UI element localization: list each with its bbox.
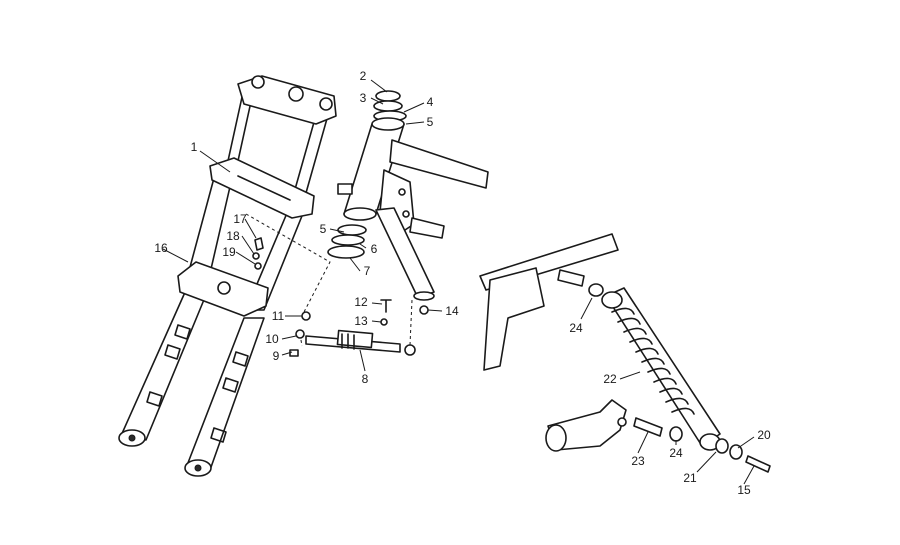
shock-spring: [611, 307, 695, 415]
left-fork-tab-2: [164, 344, 181, 360]
callout-12: 12: [354, 295, 368, 309]
rear-shock-absorber: [601, 287, 721, 451]
callout-2: 2: [360, 69, 367, 83]
fork-clamp-upper: [209, 157, 315, 219]
callout-4: 4: [427, 95, 434, 109]
shock-upper-pin: [557, 269, 585, 287]
callout-11: 11: [272, 309, 285, 323]
callout-7: 7: [364, 264, 371, 278]
bolt-17: [254, 237, 264, 251]
top-yoke: [237, 75, 337, 125]
callout-8: 8: [362, 372, 369, 386]
assembly-dashed-line: [245, 213, 331, 313]
callout-17: 17: [233, 212, 247, 226]
damper-end-eye: [404, 344, 416, 356]
steering-stem-nut: [288, 86, 304, 102]
left-axle-hole: [128, 434, 136, 442]
callout-15: 15: [737, 483, 751, 497]
left-fork-lower: [119, 289, 209, 441]
bracket-hole: [617, 417, 627, 427]
callout-10: 10: [265, 332, 279, 346]
washer-24-upper: [588, 283, 604, 297]
frame-headstock: [327, 90, 489, 301]
right-fork-tab-2: [222, 377, 239, 393]
down-tube-end: [413, 291, 435, 301]
callout-5-upper: 5: [427, 115, 434, 129]
rear-frame-section: [479, 233, 619, 371]
left-fork-tab-3: [146, 391, 163, 407]
screw-12: [380, 299, 392, 313]
washer-13: [380, 318, 388, 326]
callout-23: 23: [631, 454, 645, 468]
callout-22: 22: [603, 372, 617, 386]
callout-3: 3: [360, 91, 367, 105]
callout-18: 18: [226, 229, 240, 243]
callout-24-upper: 24: [569, 321, 583, 335]
bearing-cup-5-lower: [337, 224, 367, 236]
fork-clamp-upper-slot: [237, 175, 291, 201]
frame-top-tube: [389, 139, 489, 189]
callout-6: 6: [371, 242, 378, 256]
damper-dashed-line: [409, 299, 413, 346]
gusset-hole-2: [402, 210, 410, 218]
frame-cross-tube: [409, 217, 445, 239]
gusset-hole-1: [398, 188, 406, 196]
callout-24-lower: 24: [669, 446, 683, 460]
ring-nut-2: [375, 90, 401, 102]
washer-18: [252, 252, 260, 260]
head-tube-bottom: [343, 207, 377, 221]
damper-ribs: [341, 333, 355, 350]
nut-14: [419, 305, 429, 315]
front-fork-assembly: [118, 75, 337, 477]
steering-damper: [305, 299, 416, 356]
bolt-23: [633, 417, 663, 437]
bush-11: [301, 311, 311, 321]
bolt-15: [745, 455, 771, 473]
bearing-cup-5-upper: [371, 117, 405, 131]
rear-lower-mount: [545, 399, 771, 473]
bearing-6: [331, 234, 365, 246]
callout-20: 20: [757, 428, 771, 442]
dust-seal-7: [327, 245, 365, 259]
screw-9: [289, 349, 299, 357]
callout-21: 21: [683, 471, 697, 485]
shock-top-eye: [601, 291, 623, 309]
callout-1: 1: [191, 140, 198, 154]
right-fork-lower: [185, 317, 265, 471]
top-yoke-cap-right: [319, 97, 333, 111]
callout-19: 19: [222, 245, 236, 259]
washer-19: [254, 262, 262, 270]
nut-20: [729, 444, 743, 460]
top-yoke-cap-left: [251, 75, 265, 89]
washer-21: [715, 438, 729, 454]
washer-10: [295, 329, 305, 339]
washer-24-lower: [669, 426, 683, 442]
right-fork-tab-1: [232, 351, 249, 367]
callout-14: 14: [445, 304, 459, 318]
right-fork-tab-3: [210, 427, 227, 443]
callout-16: 16: [154, 241, 168, 255]
fork-hardware: [252, 237, 429, 357]
right-axle-hole: [194, 464, 202, 472]
callout-labels: 1 2 3 4 5 5 6 7 8 9 10 11 12 13 14 15 16…: [154, 69, 771, 497]
washer-3: [373, 100, 403, 112]
left-fork-tab-1: [174, 324, 191, 340]
callout-13: 13: [354, 314, 368, 328]
hub-tube-end: [545, 424, 567, 452]
lower-yoke-stem: [217, 281, 231, 295]
leader-lines: [162, 79, 755, 485]
callout-5-lower: 5: [320, 222, 327, 236]
rear-frame-bracket: [483, 267, 545, 371]
frame-down-tube: [375, 207, 435, 299]
shock-body: [605, 287, 721, 447]
head-tube-lug: [337, 183, 353, 195]
callout-9: 9: [273, 349, 280, 363]
